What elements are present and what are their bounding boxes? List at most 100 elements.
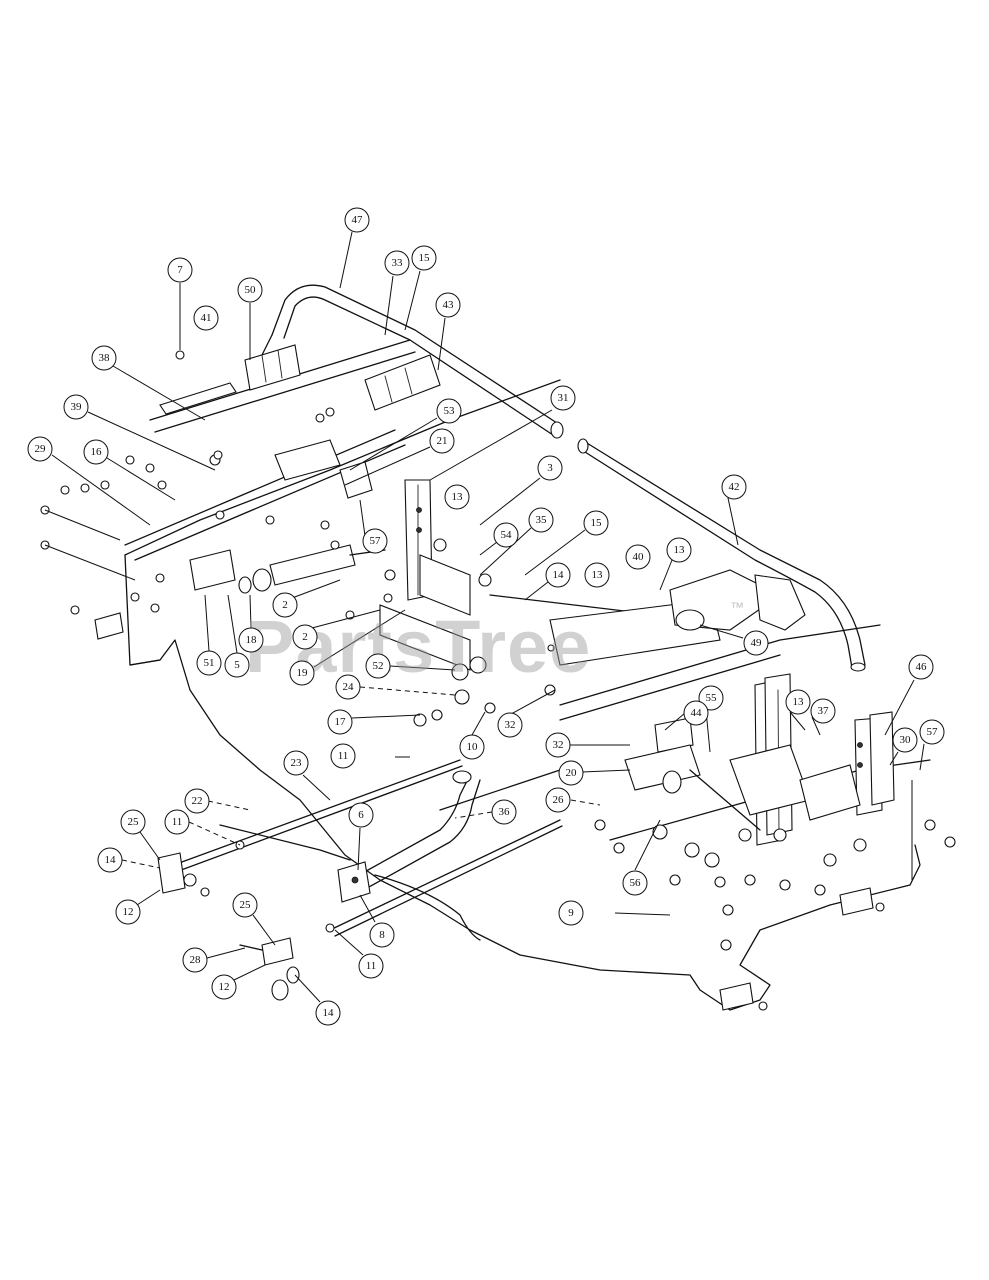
callout-circle <box>196 650 222 676</box>
callout-47[interactable]: 47 <box>344 207 370 233</box>
callout-30[interactable]: 30 <box>892 727 918 753</box>
callout-number: 30 <box>900 734 912 746</box>
callout-12[interactable]: 12 <box>115 899 141 925</box>
callout-32[interactable]: 32 <box>497 712 523 738</box>
callout-number: 49 <box>751 637 763 649</box>
callout-51[interactable]: 51 <box>196 650 222 676</box>
callout-38[interactable]: 38 <box>91 345 117 371</box>
frame-outline <box>124 379 931 1011</box>
callout-circle <box>584 562 610 588</box>
callout-13[interactable]: 13 <box>584 562 610 588</box>
callout-number: 25 <box>128 816 140 828</box>
callout-11[interactable]: 11 <box>164 809 190 835</box>
callout-43[interactable]: 43 <box>435 292 461 318</box>
callout-50[interactable]: 50 <box>237 277 263 303</box>
callout-circle <box>435 292 461 318</box>
callout-circle <box>362 528 388 554</box>
callout-9[interactable]: 9 <box>558 900 584 926</box>
callout-number: 33 <box>392 257 404 269</box>
callout-20[interactable]: 20 <box>558 760 584 786</box>
callout-13[interactable]: 13 <box>785 689 811 715</box>
callout-13[interactable]: 13 <box>444 484 470 510</box>
callout-6[interactable]: 6 <box>348 802 374 828</box>
callout-54[interactable]: 54 <box>493 522 519 548</box>
callout-15[interactable]: 15 <box>583 510 609 536</box>
upper-shaft-assembly <box>149 339 441 499</box>
callout-number: 38 <box>99 352 111 364</box>
callout-circle <box>224 652 250 678</box>
callout-49[interactable]: 49 <box>743 630 769 656</box>
callout-41[interactable]: 41 <box>193 305 219 331</box>
callout-number: 14 <box>105 854 117 866</box>
callout-52[interactable]: 52 <box>365 653 391 679</box>
callout-33[interactable]: 33 <box>384 250 410 276</box>
callout-circle <box>237 277 263 303</box>
control-rods <box>159 759 563 941</box>
callout-57[interactable]: 57 <box>362 528 388 554</box>
callout-number: 28 <box>190 954 202 966</box>
callout-57[interactable]: 57 <box>919 719 945 745</box>
callout-circle <box>625 544 651 570</box>
callout-18[interactable]: 18 <box>238 627 264 653</box>
callout-circle <box>683 700 709 726</box>
callout-40[interactable]: 40 <box>625 544 651 570</box>
callout-number: 14 <box>323 1007 335 1019</box>
callout-circle <box>666 537 692 563</box>
callout-26[interactable]: 26 <box>545 787 571 813</box>
callout-14[interactable]: 14 <box>315 1000 341 1026</box>
callout-number: 52 <box>373 660 384 672</box>
callout-19[interactable]: 19 <box>289 660 315 686</box>
callout-23[interactable]: 23 <box>283 750 309 776</box>
callout-55[interactable]: 55 <box>698 685 724 711</box>
callout-39[interactable]: 39 <box>63 394 89 420</box>
callout-42[interactable]: 42 <box>721 474 747 500</box>
callout-13[interactable]: 13 <box>666 537 692 563</box>
callout-14[interactable]: 14 <box>545 562 571 588</box>
lower-right-hardware <box>594 819 956 1011</box>
callout-11[interactable]: 11 <box>330 743 356 769</box>
callout-17[interactable]: 17 <box>327 709 353 735</box>
callout-circle <box>537 455 563 481</box>
callout-53[interactable]: 53 <box>436 398 462 424</box>
callout-35[interactable]: 35 <box>528 507 554 533</box>
callout-12[interactable]: 12 <box>211 974 237 1000</box>
callout-44[interactable]: 44 <box>683 700 709 726</box>
callout-number: 25 <box>240 899 252 911</box>
callout-2[interactable]: 2 <box>292 624 318 650</box>
callout-number: 46 <box>916 661 928 673</box>
callout-22[interactable]: 22 <box>184 788 210 814</box>
callout-25[interactable]: 25 <box>232 892 258 918</box>
callout-circle <box>436 398 462 424</box>
callout-10[interactable]: 10 <box>459 734 485 760</box>
callout-16[interactable]: 16 <box>83 439 109 465</box>
callout-5[interactable]: 5 <box>224 652 250 678</box>
callout-8[interactable]: 8 <box>369 922 395 948</box>
callout-21[interactable]: 21 <box>429 428 455 454</box>
callout-37[interactable]: 37 <box>810 698 836 724</box>
callout-7[interactable]: 7 <box>167 257 193 283</box>
callout-32[interactable]: 32 <box>545 732 571 758</box>
callout-15[interactable]: 15 <box>411 245 437 271</box>
callout-25[interactable]: 25 <box>120 809 146 835</box>
callout-2[interactable]: 2 <box>272 592 298 618</box>
callout-circle <box>315 1000 341 1026</box>
callout-46[interactable]: 46 <box>908 654 934 680</box>
callout-3[interactable]: 3 <box>537 455 563 481</box>
callout-14[interactable]: 14 <box>97 847 123 873</box>
callout-circle <box>344 207 370 233</box>
callout-28[interactable]: 28 <box>182 947 208 973</box>
callout-circle <box>429 428 455 454</box>
callout-29[interactable]: 29 <box>27 436 53 462</box>
callout-31[interactable]: 31 <box>550 385 576 411</box>
right-handle-bar <box>577 438 866 672</box>
callout-11[interactable]: 11 <box>358 953 384 979</box>
callout-56[interactable]: 56 <box>622 870 648 896</box>
callout-24[interactable]: 24 <box>335 674 361 700</box>
callout-number: 29 <box>35 443 47 455</box>
callout-circle <box>182 947 208 973</box>
callout-36[interactable]: 36 <box>491 799 517 825</box>
callout-number: 37 <box>818 705 830 717</box>
callout-number: 22 <box>192 795 203 807</box>
